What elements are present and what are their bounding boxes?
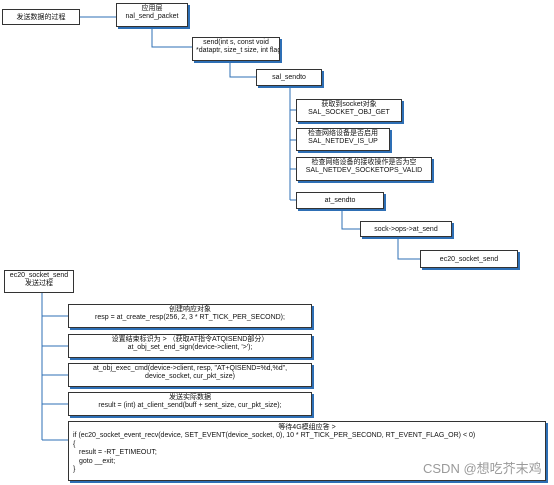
set-end-sign-desc: 设置结束标识为 > （获取AT指令ATQISEND部分）	[111, 336, 269, 343]
sock-ops-at-send-box: sock->ops->at_send	[360, 221, 452, 237]
create-resp-box: 创建响应对象 resp = at_create_resp(256, 2, 3 *…	[68, 304, 312, 328]
ec20-send-label: ec20_socket_send	[439, 256, 499, 263]
wait-ack-code-result: result = -RT_ETIMEOUT;	[79, 449, 157, 457]
send-function-box: send(int s, const void *dataptr, size_t …	[192, 37, 280, 61]
wait-ack-code-if: if (ec20_socket_event_recv(device, SET_E…	[73, 432, 476, 440]
check-socketops-macro: SAL_NETDEV_SOCKETOPS_VALID	[305, 167, 423, 175]
connector-at-ops	[341, 209, 360, 230]
sal-sendto-label: sal_sendto	[272, 74, 306, 81]
get-socket-desc: 获取到socket对象	[321, 101, 377, 108]
ec20-send-process-box: ec20_socket_send 发送过程	[4, 270, 74, 293]
start-box-send-process: 发送数据的过程	[2, 9, 80, 25]
get-socket-box: 获取到socket对象 SAL_SOCKET_OBJ_GET	[296, 99, 402, 122]
send-signature-line2: *dataptr, size_t size, int flags)	[196, 47, 280, 55]
wait-ack-desc: 等待4G模组应答 >	[278, 424, 336, 431]
create-resp-desc: 创建响应对象	[169, 306, 211, 313]
start-label: 发送数据的过程	[16, 14, 66, 21]
wait-ack-box: 等待4G模组应答 > if (ec20_socket_event_recv(de…	[68, 421, 546, 481]
app-layer-box: 应用层 nal_send_packet	[116, 3, 188, 27]
check-socketops-box: 检查网络设备的接收操作是否为空 SAL_NETDEV_SOCKETOPS_VAL…	[296, 157, 432, 181]
send-data-desc: 发送实际数据	[169, 394, 211, 401]
set-end-sign-box: 设置结束标识为 > （获取AT指令ATQISEND部分） at_obj_set_…	[68, 334, 312, 358]
csdn-watermark: CSDN @想吃芥末鸡	[423, 461, 542, 476]
ec20-socket-send-box: ec20_socket_send	[420, 250, 518, 268]
exec-cmd-line2: device_socket, cur_pkt_size)	[145, 373, 235, 381]
send-data-box: 发送实际数据 result = (int) at_client_send(buf…	[68, 392, 312, 416]
set-end-sign-code: at_obj_set_end_sign(device->client, '>')…	[127, 344, 253, 352]
sock-ops-label: sock->ops->at_send	[374, 226, 438, 233]
send-data-code: result = (int) at_client_send(buff + sen…	[98, 402, 282, 410]
check-netdev-up-macro: SAL_NETDEV_IS_UP	[308, 138, 378, 146]
wait-ack-code-open: {	[73, 440, 76, 448]
sal-sendto-box: sal_sendto	[256, 69, 322, 86]
send-signature-line1: send(int s, const void	[203, 39, 269, 46]
wait-ack-code-close: }	[73, 466, 76, 474]
seq2-title-desc: 发送过程	[25, 280, 53, 288]
create-resp-code: resp = at_create_resp(256, 2, 3 * RT_TIC…	[95, 314, 285, 322]
check-netdev-up-desc: 检查网络设备是否启用	[308, 130, 378, 137]
at-sendto-label: at_sendto	[324, 197, 356, 204]
app-layer-func: nal_send_packet	[125, 13, 179, 21]
exec-cmd-line1: at_obj_exec_cmd(device->client, resp, "A…	[92, 365, 288, 372]
check-netdev-up-box: 检查网络设备是否启用 SAL_NETDEV_IS_UP	[296, 128, 390, 151]
app-layer-title: 应用层	[141, 5, 163, 12]
seq2-title-func: ec20_socket_send	[9, 272, 69, 279]
exec-cmd-box: at_obj_exec_cmd(device->client, resp, "A…	[68, 363, 312, 387]
get-socket-macro: SAL_SOCKET_OBJ_GET	[308, 109, 390, 117]
connector-ops-ec20	[397, 237, 420, 260]
check-socketops-desc: 检查网络设备的接收操作是否为空	[311, 159, 417, 166]
wait-ack-code-goto: goto __exit;	[79, 457, 116, 465]
at-sendto-box: at_sendto	[296, 192, 384, 209]
connector-send-sal	[229, 61, 256, 78]
connector-app-send	[151, 27, 192, 48]
